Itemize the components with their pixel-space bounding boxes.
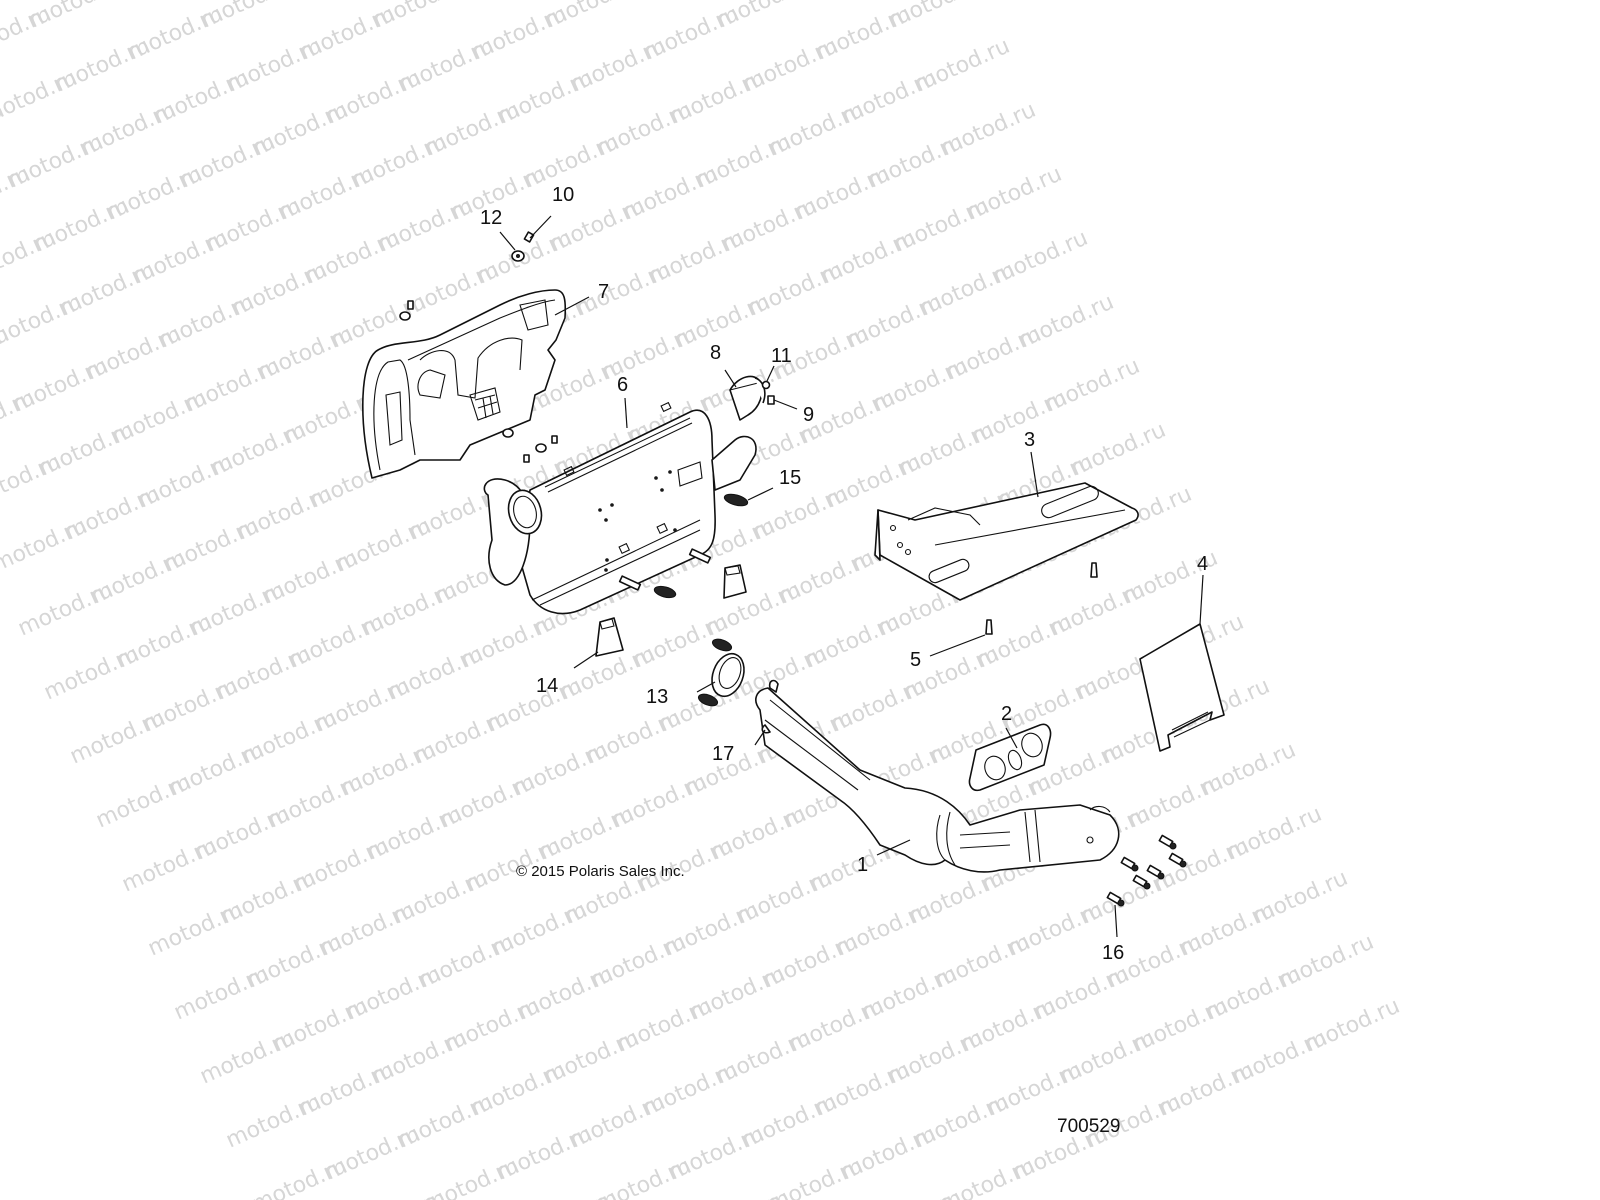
- callout-10: 10: [552, 184, 574, 206]
- part-1-exhaust-header[interactable]: [755, 687, 1120, 873]
- callout-4: 4: [1197, 553, 1208, 575]
- callout-3: 3: [1024, 429, 1035, 451]
- callout-8: 8: [710, 342, 721, 364]
- bolt: [1106, 891, 1125, 907]
- bolt: [1146, 864, 1165, 880]
- callout-16: 16: [1102, 942, 1124, 964]
- diagram-reference-number: 700529: [1057, 1116, 1120, 1137]
- callout-13: 13: [646, 686, 668, 708]
- part-2-manifold-gasket[interactable]: [968, 723, 1052, 792]
- callout-5: 5: [910, 649, 921, 671]
- bolt: [1132, 874, 1151, 890]
- callout-11: 11: [771, 345, 792, 367]
- part-5-push-rivet[interactable]: [985, 562, 1098, 635]
- leader-lines: [499, 215, 1204, 938]
- part-15-spring[interactable]: [723, 492, 749, 508]
- part-16-bolts[interactable]: [1106, 834, 1187, 907]
- callout-labels: 12 10 7 6 8 11 9 15 3 4 5 14 13 17 2 1 1…: [480, 184, 1208, 964]
- bolt: [1158, 834, 1177, 850]
- callout-12: 12: [480, 207, 502, 229]
- seal-springs[interactable]: [697, 637, 733, 708]
- callout-15: 15: [779, 467, 801, 489]
- part-6-muffler[interactable]: [483, 401, 757, 615]
- callout-9: 9: [803, 404, 814, 426]
- part-4-heat-shield-plate[interactable]: [1139, 623, 1225, 752]
- part-12-washer[interactable]: [511, 250, 525, 262]
- part-3-heat-shield-bracket[interactable]: [874, 482, 1139, 601]
- bolt: [1168, 852, 1187, 868]
- callout-14: 14: [536, 675, 558, 697]
- callout-6: 6: [617, 374, 628, 396]
- callout-17: 17: [712, 743, 734, 765]
- bolt: [1120, 856, 1139, 872]
- part-14-rubber-mount[interactable]: [595, 617, 624, 657]
- part-10-screw[interactable]: [523, 231, 535, 243]
- rubber-mount-upper[interactable]: [723, 564, 747, 599]
- part-8-spark-arrestor-cap[interactable]: [729, 375, 766, 421]
- part-9-screw[interactable]: [767, 395, 775, 405]
- part-7-heat-shield[interactable]: [362, 289, 567, 479]
- copyright-notice: © 2015 Polaris Sales Inc.: [516, 863, 685, 880]
- callout-7: 7: [598, 281, 609, 303]
- part-11-nut[interactable]: [761, 380, 771, 390]
- part-13-exhaust-seal[interactable]: [706, 649, 749, 701]
- spring-lower[interactable]: [653, 584, 677, 599]
- hardware-screw[interactable]: [399, 300, 558, 463]
- callout-2: 2: [1001, 703, 1012, 725]
- callout-1: 1: [857, 854, 868, 876]
